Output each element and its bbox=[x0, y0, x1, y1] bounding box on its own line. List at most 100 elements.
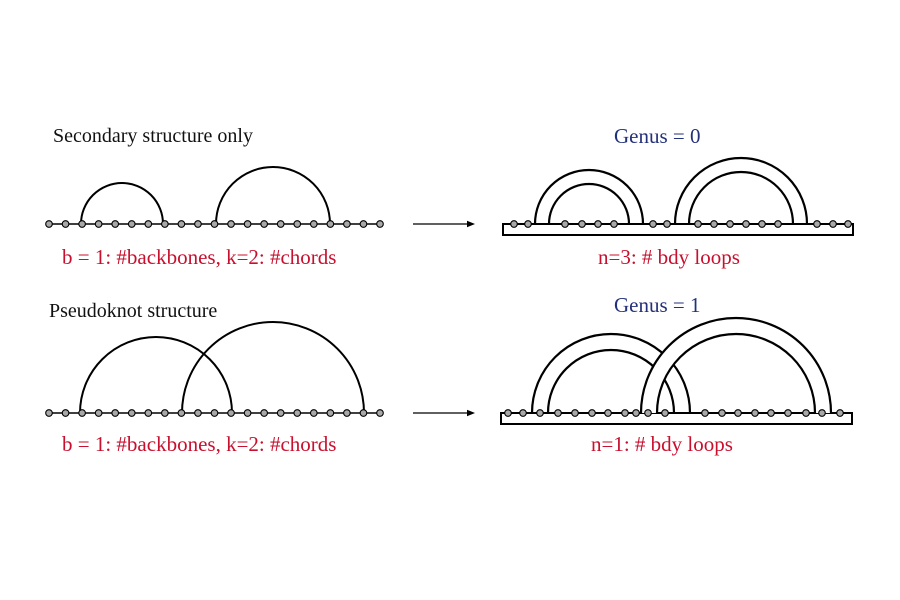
genus-1-label: Genus = 1 bbox=[614, 293, 701, 317]
nucleotide-node bbox=[701, 409, 709, 417]
chord-arc-2 bbox=[181, 321, 365, 414]
nucleotide-node bbox=[127, 409, 136, 417]
nucleotide-node bbox=[260, 220, 269, 228]
nucleotide-node bbox=[504, 409, 512, 417]
secondary-left-caption: b = 1: #backbones, k=2: #chords bbox=[62, 245, 337, 269]
nucleotide-node bbox=[293, 220, 302, 228]
nucleotide-node bbox=[326, 220, 335, 228]
nucleotide-node bbox=[177, 409, 186, 417]
arrow-head bbox=[467, 409, 475, 417]
ribbon-2-inner-edge bbox=[655, 332, 817, 414]
arrow-head bbox=[467, 220, 475, 228]
bottom-arrow bbox=[413, 409, 475, 417]
nucleotide-node bbox=[127, 220, 136, 228]
nucleotide-node bbox=[829, 220, 837, 228]
chord-arc-2 bbox=[215, 166, 331, 225]
ribbon-1-inner-edge bbox=[547, 182, 631, 225]
nucleotide-node bbox=[376, 220, 384, 228]
nucleotide-node bbox=[161, 409, 169, 417]
nucleotide-node bbox=[694, 220, 702, 228]
ribbon-2-band bbox=[641, 318, 831, 413]
nucleotide-node bbox=[45, 409, 53, 417]
nucleotide-node bbox=[194, 220, 202, 228]
top-arrow bbox=[413, 220, 475, 228]
chord-arc-1 bbox=[80, 182, 164, 225]
nucleotide-node bbox=[818, 409, 826, 417]
nucleotide-node bbox=[359, 220, 368, 228]
nucleotide-node bbox=[510, 220, 518, 228]
nucleotide-node bbox=[621, 409, 629, 417]
pseudoknot-right-caption: n=1: # bdy loops bbox=[591, 432, 733, 456]
nucleotide-node bbox=[359, 409, 368, 417]
pseudoknot-arc-diagram bbox=[45, 321, 384, 417]
nucleotide-node bbox=[578, 220, 586, 228]
nucleotide-node bbox=[177, 220, 186, 228]
nucleotide-node bbox=[784, 409, 792, 417]
nucleotide-node bbox=[210, 220, 219, 228]
ribbon-1-outer-edge bbox=[533, 168, 645, 225]
nucleotide-node bbox=[734, 409, 742, 417]
nucleotide-node bbox=[844, 220, 852, 228]
nucleotide-node bbox=[663, 220, 671, 228]
nucleotide-node bbox=[836, 409, 844, 417]
ribbon-2-outer-edge bbox=[639, 316, 833, 414]
nucleotide-node bbox=[774, 220, 782, 228]
nucleotide-node bbox=[343, 409, 351, 417]
nucleotide-node bbox=[78, 409, 86, 417]
nucleotide-node bbox=[210, 409, 219, 417]
nucleotide-node bbox=[326, 409, 335, 417]
pseudoknot-fatgraph bbox=[500, 316, 853, 425]
nucleotide-node bbox=[610, 220, 618, 228]
nucleotide-node bbox=[767, 409, 775, 417]
genus-0-label: Genus = 0 bbox=[614, 124, 701, 148]
nucleotide-node bbox=[594, 220, 602, 228]
nucleotide-node bbox=[293, 409, 302, 417]
nucleotide-node bbox=[94, 409, 103, 417]
ribbon-2-outer-edge bbox=[673, 156, 809, 225]
nucleotide-node bbox=[309, 409, 318, 417]
nucleotide-node bbox=[243, 220, 252, 228]
nucleotide-node bbox=[111, 220, 120, 228]
nucleotide-node bbox=[243, 409, 252, 417]
nucleotide-node bbox=[227, 220, 235, 228]
nucleotide-node bbox=[161, 220, 169, 228]
pseudoknot-left-caption: b = 1: #backbones, k=2: #chords bbox=[62, 432, 337, 456]
nucleotide-node bbox=[260, 409, 269, 417]
pseudoknot-structure-heading: Pseudoknot structure bbox=[49, 300, 218, 322]
ribbon-2-inner-edge bbox=[687, 170, 795, 225]
nucleotide-node bbox=[644, 409, 652, 417]
nucleotide-node bbox=[561, 220, 569, 228]
nucleotide-node bbox=[276, 220, 285, 228]
nucleotide-node bbox=[376, 409, 384, 417]
nucleotide-node bbox=[276, 409, 285, 417]
backbone-band bbox=[500, 412, 853, 425]
nucleotide-node bbox=[144, 409, 153, 417]
nucleotide-node bbox=[61, 220, 70, 228]
nucleotide-node bbox=[78, 220, 86, 228]
nucleotide-node bbox=[802, 409, 810, 417]
nucleotide-node bbox=[726, 220, 734, 228]
nucleotide-node bbox=[813, 220, 821, 228]
nucleotide-node bbox=[536, 409, 544, 417]
nucleotide-node bbox=[742, 220, 750, 228]
nucleotide-node bbox=[649, 220, 657, 228]
nucleotide-node bbox=[604, 409, 612, 417]
secondary-structure-fatgraph bbox=[502, 156, 854, 236]
nucleotide-node bbox=[588, 409, 596, 417]
nucleotide-node bbox=[751, 409, 759, 417]
nucleotide-node bbox=[718, 409, 726, 417]
ribbon-1-inner-edge bbox=[546, 348, 676, 414]
nucleotide-node bbox=[524, 220, 532, 228]
chord-arc-1 bbox=[79, 336, 233, 414]
nucleotide-node bbox=[343, 220, 351, 228]
nucleotide-node bbox=[554, 409, 562, 417]
nucleotide-node bbox=[710, 220, 718, 228]
nucleotide-node bbox=[111, 409, 120, 417]
nucleotide-node bbox=[632, 409, 640, 417]
nucleotide-node bbox=[45, 220, 53, 228]
nucleotide-node bbox=[194, 409, 202, 417]
nucleotide-node bbox=[61, 409, 70, 417]
nucleotide-node bbox=[758, 220, 766, 228]
secondary-structure-arc-diagram bbox=[45, 166, 384, 228]
